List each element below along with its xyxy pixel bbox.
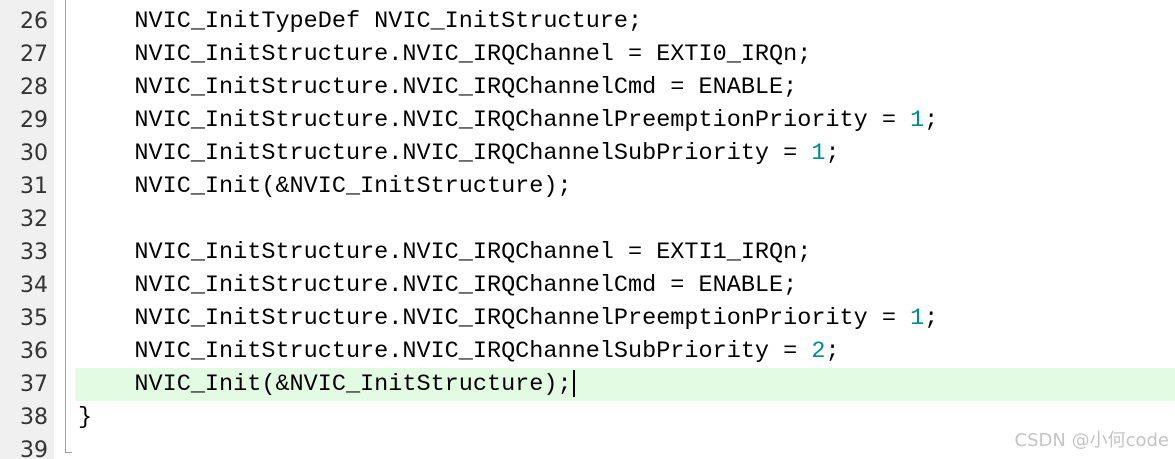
fold-guide-line <box>65 0 66 452</box>
code-line[interactable]: 37 NVIC_Init(&NVIC_InitStructure); <box>0 368 1175 401</box>
code-text[interactable]: NVIC_InitTypeDef NVIC_InitStructure; <box>78 5 642 38</box>
code-line[interactable]: 32 <box>0 203 1175 236</box>
code-semicolon: ; <box>924 107 939 134</box>
code-semicolon: ; <box>924 305 939 332</box>
code-text[interactable]: NVIC_InitStructure.NVIC_IRQChannelCmd = … <box>78 71 797 104</box>
fold-margin <box>54 0 74 459</box>
code-line[interactable]: 38} <box>0 401 1175 434</box>
number-literal: 2 <box>811 338 826 365</box>
code-line[interactable]: 27 NVIC_InitStructure.NVIC_IRQChannel = … <box>0 38 1175 71</box>
code-text[interactable]: NVIC_InitStructure.NVIC_IRQChannelCmd = … <box>78 269 797 302</box>
code-statement: NVIC_InitStructure.NVIC_IRQChannelCmd = … <box>134 272 798 299</box>
line-number: 31 <box>20 174 48 199</box>
code-line[interactable]: 36 NVIC_InitStructure.NVIC_IRQChannelSub… <box>0 335 1175 368</box>
code-statement: NVIC_InitStructure.NVIC_IRQChannelPreemp… <box>134 305 911 332</box>
code-text[interactable]: NVIC_InitStructure.NVIC_IRQChannel = EXT… <box>78 236 811 269</box>
code-line[interactable]: 34 NVIC_InitStructure.NVIC_IRQChannelCmd… <box>0 269 1175 302</box>
code-line[interactable]: 31 NVIC_Init(&NVIC_InitStructure); <box>0 170 1175 203</box>
code-text[interactable]: NVIC_InitStructure.NVIC_IRQChannelPreemp… <box>78 302 938 335</box>
line-number: 34 <box>20 273 48 298</box>
line-number: 38 <box>20 405 48 430</box>
fold-end-marker[interactable] <box>65 452 72 453</box>
code-indent <box>78 371 134 398</box>
code-text[interactable]: NVIC_InitStructure.NVIC_IRQChannelSubPri… <box>78 335 840 368</box>
code-statement: NVIC_InitTypeDef NVIC_InitStructure; <box>134 8 643 35</box>
code-indent <box>78 305 134 332</box>
code-text[interactable]: NVIC_Init(&NVIC_InitStructure); <box>78 368 575 401</box>
line-number: 27 <box>20 42 48 67</box>
code-text[interactable]: NVIC_InitStructure.NVIC_IRQChannelPreemp… <box>78 104 938 137</box>
code-indent <box>78 173 134 200</box>
code-text[interactable]: } <box>78 401 92 434</box>
code-indent <box>78 74 134 101</box>
code-indent <box>78 140 134 167</box>
code-semicolon: ; <box>825 140 840 167</box>
code-line[interactable]: 26 NVIC_InitTypeDef NVIC_InitStructure; <box>0 5 1175 38</box>
code-line[interactable]: 28 NVIC_InitStructure.NVIC_IRQChannelCmd… <box>0 71 1175 104</box>
code-statement: NVIC_Init(&NVIC_InitStructure); <box>134 371 572 398</box>
code-line[interactable]: 30 NVIC_InitStructure.NVIC_IRQChannelSub… <box>0 137 1175 170</box>
code-statement: NVIC_InitStructure.NVIC_IRQChannelSubPri… <box>134 140 812 167</box>
code-indent <box>78 338 134 365</box>
line-number: 28 <box>20 75 48 100</box>
line-number: 35 <box>20 306 48 331</box>
current-line-highlight <box>75 368 1175 401</box>
code-indent <box>78 107 134 134</box>
number-literal: 1 <box>910 107 925 134</box>
watermark: CSDN @小何code <box>1014 430 1169 451</box>
code-indent <box>78 239 134 266</box>
line-number: 36 <box>20 339 48 364</box>
number-literal: 1 <box>910 305 925 332</box>
line-number: 37 <box>20 372 48 397</box>
code-statement: NVIC_InitStructure.NVIC_IRQChannelPreemp… <box>134 107 911 134</box>
line-number-gutter <box>0 0 54 459</box>
code-statement: NVIC_InitStructure.NVIC_IRQChannel = EXT… <box>134 41 812 68</box>
code-text[interactable]: NVIC_InitStructure.NVIC_IRQChannelSubPri… <box>78 137 840 170</box>
code-text[interactable]: NVIC_InitStructure.NVIC_IRQChannel = EXT… <box>78 38 811 71</box>
code-statement: NVIC_Init(&NVIC_InitStructure); <box>134 173 572 200</box>
code-indent <box>78 272 134 299</box>
line-number: 29 <box>20 108 48 133</box>
text-caret <box>572 370 575 398</box>
line-number: 32 <box>20 207 48 232</box>
line-number: 30 <box>20 141 48 166</box>
code-statement: NVIC_InitStructure.NVIC_IRQChannel = EXT… <box>134 239 812 266</box>
code-statement: NVIC_InitStructure.NVIC_IRQChannelSubPri… <box>134 338 812 365</box>
code-text[interactable]: NVIC_Init(&NVIC_InitStructure); <box>78 170 572 203</box>
number-literal: 1 <box>811 140 826 167</box>
code-statement: NVIC_InitStructure.NVIC_IRQChannelCmd = … <box>134 74 798 101</box>
code-line[interactable]: 33 NVIC_InitStructure.NVIC_IRQChannel = … <box>0 236 1175 269</box>
line-number: 26 <box>20 9 48 34</box>
code-indent <box>78 8 134 35</box>
line-number: 33 <box>20 240 48 265</box>
line-number: 39 <box>20 438 48 459</box>
code-line[interactable]: 35 NVIC_InitStructure.NVIC_IRQChannelPre… <box>0 302 1175 335</box>
code-line[interactable]: 29 NVIC_InitStructure.NVIC_IRQChannelPre… <box>0 104 1175 137</box>
code-semicolon: ; <box>825 338 840 365</box>
code-indent <box>78 41 134 68</box>
code-line[interactable]: 39 <box>0 434 1175 459</box>
code-statement: } <box>78 404 93 431</box>
